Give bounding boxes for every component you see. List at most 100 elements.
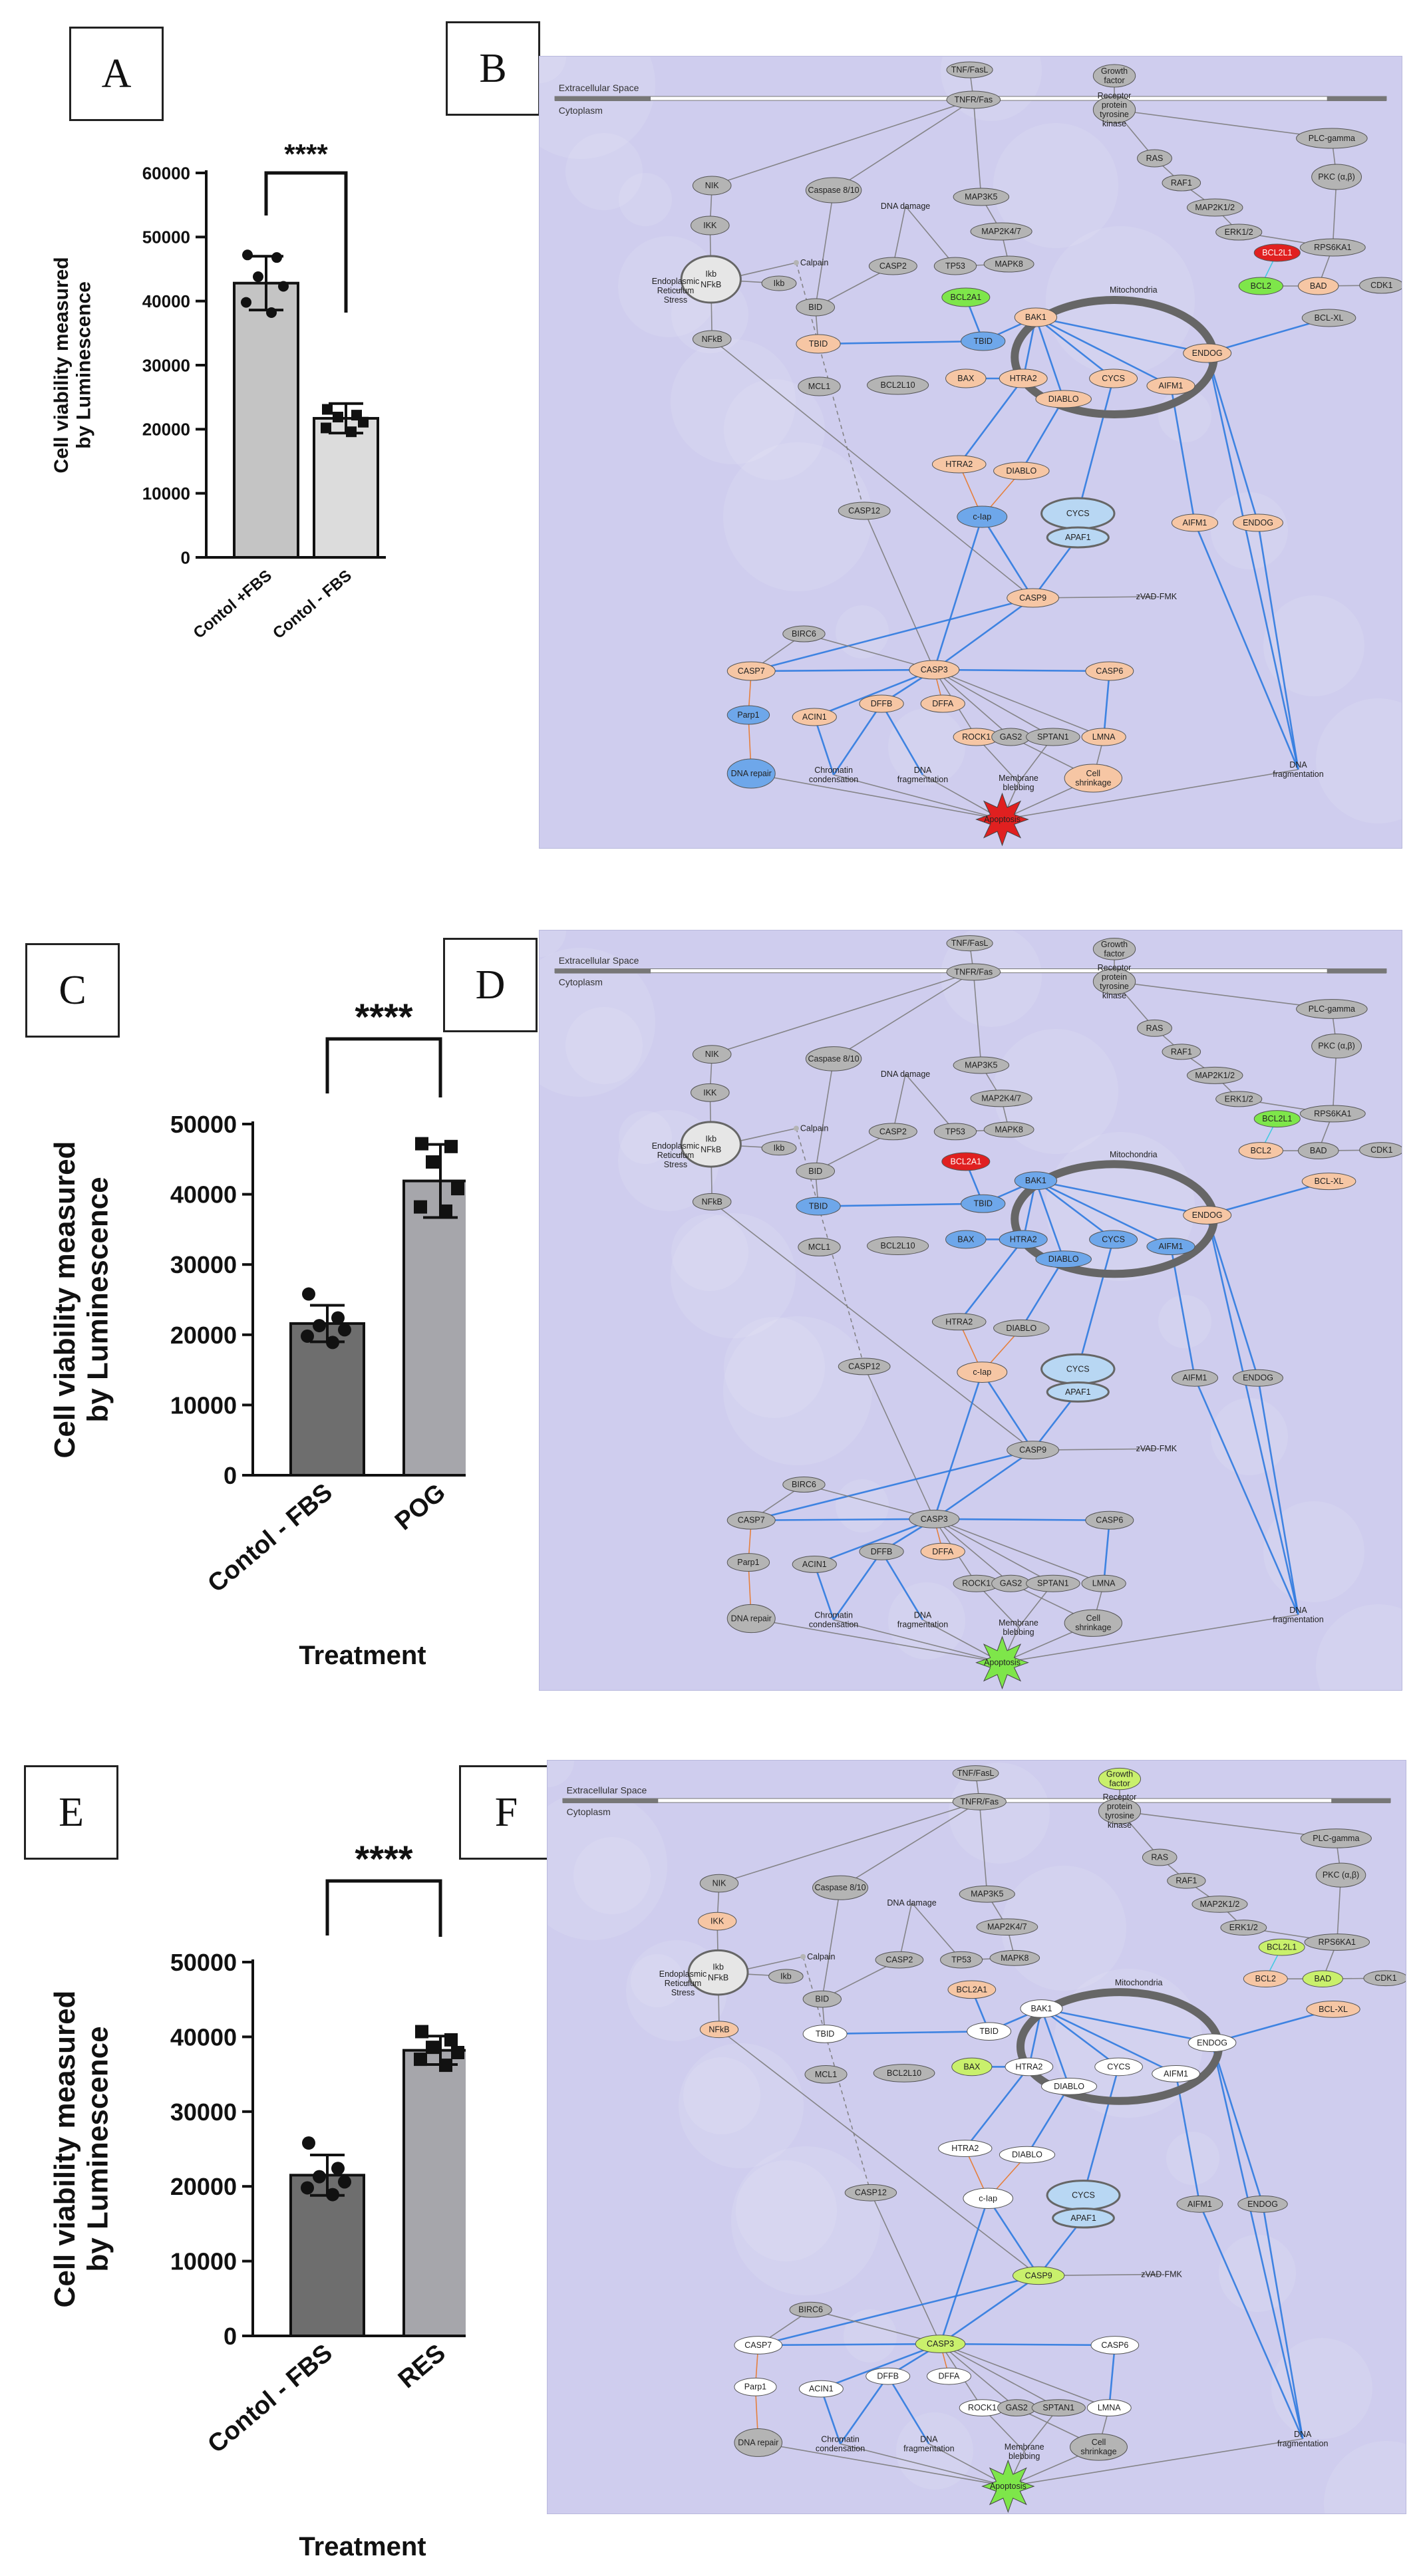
data-point <box>241 297 251 308</box>
node-casp6 <box>1085 661 1134 681</box>
node-label: DNA damage <box>887 1898 936 1908</box>
node-label: Parp1 <box>744 2382 766 2392</box>
node-label: MAP2K1/2 <box>1195 203 1235 212</box>
node-plc <box>1296 999 1368 1019</box>
node-sptan1 <box>1031 2399 1086 2417</box>
node-tnf <box>952 1765 999 1781</box>
node-label: DNA repair <box>731 1614 772 1624</box>
node-label: CYCS <box>1066 509 1090 518</box>
data-point <box>242 249 253 261</box>
pathway-edge <box>939 2275 1039 2345</box>
node-label: ROCK1 <box>962 732 991 742</box>
pathway-edge <box>758 2275 1039 2347</box>
node-label: DNA <box>914 766 932 775</box>
node-label: MAP2K4/7 <box>981 1093 1021 1103</box>
pathway-edge <box>864 510 935 670</box>
node-plc <box>1300 1828 1372 1848</box>
node-label: BCL2L10 <box>880 1241 915 1250</box>
node-raf1 <box>1162 1044 1201 1060</box>
node-bclxl <box>1301 309 1356 327</box>
node-pkc <box>1311 164 1362 190</box>
node-aifm1a <box>1146 1238 1195 1256</box>
background-bubble <box>1263 1501 1364 1602</box>
node-label: TBID <box>809 339 828 349</box>
panel-label-c: C <box>25 943 120 1038</box>
pathway-edge <box>820 2388 842 2444</box>
node-tbid2 <box>961 331 1006 351</box>
pathway-edge <box>814 1058 834 1171</box>
node-label: DNA <box>1289 1606 1307 1615</box>
pathway-edge <box>825 2030 989 2035</box>
node-label: BCL-XL <box>1315 1177 1344 1186</box>
node-label: factor <box>1109 1779 1130 1789</box>
node-bcl2l10 <box>866 375 929 395</box>
node-mek <box>1186 198 1243 217</box>
node-label: tyrosine <box>1100 110 1129 119</box>
pathway-edge <box>1040 2008 1070 2087</box>
node-casp6 <box>1085 1510 1134 1530</box>
node-map3k5 <box>959 1885 1015 1903</box>
node-label: PKC (α,β) <box>1318 172 1354 182</box>
node-casp9 <box>1012 2266 1065 2285</box>
data-point <box>346 426 357 438</box>
node-label: CYCS <box>1066 1364 1090 1373</box>
data-point <box>338 1323 351 1337</box>
node-lmna <box>1081 1574 1126 1592</box>
node-label: ENDOG <box>1243 518 1273 527</box>
node-mek <box>1186 1066 1243 1084</box>
node-casp12 <box>838 1358 891 1375</box>
node-label: DNA <box>914 1610 932 1620</box>
node-label: Chromatin <box>814 766 853 775</box>
node-label: DFFA <box>932 699 954 708</box>
background-bubble <box>723 442 872 591</box>
node-label: BCL2 <box>1255 1974 1276 1983</box>
node-bak1 <box>1020 1999 1063 2018</box>
node-raf1 <box>1167 1872 1206 1889</box>
node-label: SPTAN1 <box>1037 1579 1069 1588</box>
node-label: fragmentation <box>903 2444 954 2453</box>
bar <box>289 1322 365 1477</box>
node-label: Parp1 <box>737 710 759 720</box>
node-bcl2l10 <box>873 2064 935 2082</box>
node-ikb <box>768 1969 804 1984</box>
y-axis-label: by Luminescence <box>81 1177 114 1422</box>
node-label: zVAD-FMK <box>1136 1444 1178 1453</box>
panel-label-a: A <box>69 27 164 121</box>
data-point <box>271 252 282 263</box>
node-diablob <box>993 462 1050 480</box>
node-nik <box>692 1045 732 1064</box>
node-ikb <box>761 275 797 291</box>
node-apop <box>975 792 1029 847</box>
node-label: ENDOG <box>1192 1211 1223 1220</box>
node-birc6 <box>782 625 826 643</box>
node-label: condensation <box>809 1620 858 1629</box>
pathway-edge <box>1206 1215 1299 1616</box>
node-label: Stress <box>664 295 687 305</box>
node-label: AIFM1 <box>1159 381 1184 390</box>
background-bubble <box>1263 595 1364 696</box>
node-endogb <box>1237 2195 1288 2213</box>
data-point <box>326 2188 339 2202</box>
pathway-edge <box>1114 980 1332 1010</box>
data-point <box>313 2170 326 2184</box>
node-label: CASP9 <box>1019 1445 1046 1455</box>
node-label: ACIN1 <box>802 1560 827 1569</box>
node-rtk <box>1092 96 1136 124</box>
node-label: BAK1 <box>1025 1176 1046 1185</box>
membrane-right-segment <box>1327 968 1386 974</box>
node-label: IKK <box>711 1917 724 1926</box>
node-label: TP53 <box>945 1127 965 1136</box>
pathway-edge <box>814 668 935 718</box>
node-bclxl <box>1306 2000 1360 2018</box>
bar <box>233 281 299 559</box>
node-label: BCL2 <box>1251 281 1271 291</box>
node-tnfr <box>946 963 1001 981</box>
node-label: RPS6KA1 <box>1314 1109 1351 1118</box>
node-label: HTRA2 <box>945 460 973 469</box>
pathway-edge <box>814 1518 935 1566</box>
pathway-edge <box>933 669 1054 738</box>
pathway-edge <box>940 2343 1115 2347</box>
node-label: BAD <box>1310 1146 1327 1155</box>
background-bubble <box>540 57 566 83</box>
